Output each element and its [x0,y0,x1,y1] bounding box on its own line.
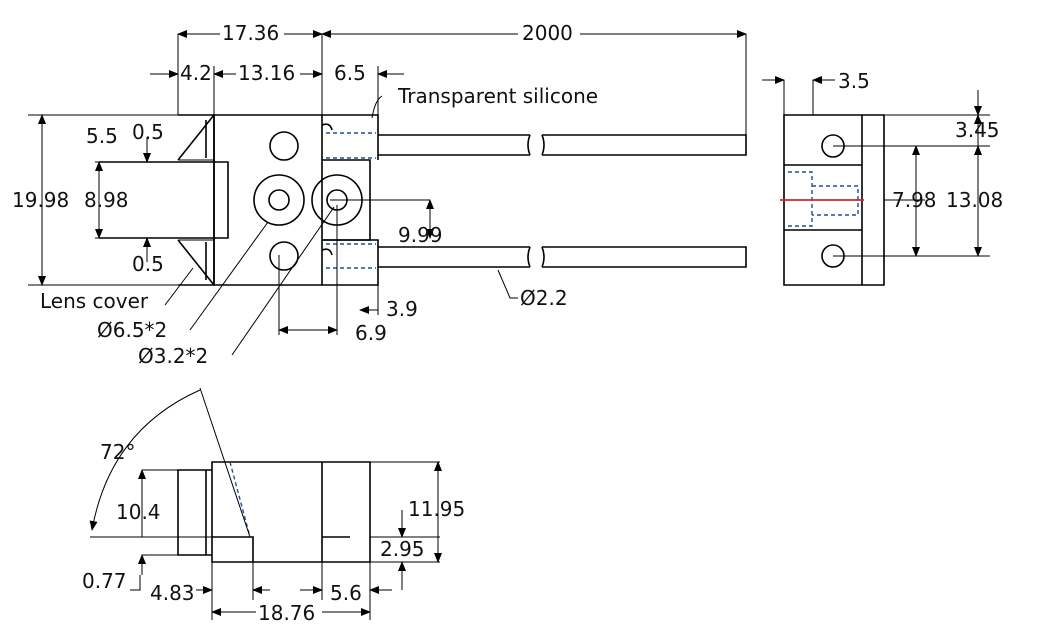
dim-2000: 2000 [522,21,573,45]
dim-10-4: 10.4 [116,500,161,524]
bottom-view: 72° 10.4 11.95 2.95 0.77 4.83 5.6 18.76 [82,387,465,625]
dim-3-9: 3.9 [386,297,418,321]
dim-72-deg: 72° [100,440,135,464]
dim-13-16: 13.16 [238,61,295,85]
dim-17-36: 17.36 [222,21,279,45]
dim-0-5-bottom: 0.5 [132,252,164,276]
label-transparent-silicone: Transparent silicone [397,84,598,108]
front-view: 17.36 2000 4.2 13.16 6.5 Transparent sil… [12,21,747,368]
dim-4-2: 4.2 [180,61,212,85]
dim-18-76: 18.76 [258,601,315,625]
dim-5-5: 5.5 [86,124,118,148]
dim-6-5: 6.5 [334,61,366,85]
dim-7-98: 7.98 [892,188,937,212]
dim-9-99: 9.99 [398,223,443,247]
dim-8-98: 8.98 [84,188,129,212]
dim-4-83: 4.83 [150,581,195,605]
side-view: 3.5 3.45 7.98 13.08 [762,69,1003,286]
dim-3-45: 3.45 [955,118,1000,142]
dim-3-5: 3.5 [838,69,870,93]
dim-phi-2-2: Ø2.2 [520,286,568,310]
dim-phi-6-5: Ø6.5*2 [97,318,167,342]
dim-0-5-top: 0.5 [132,120,164,144]
dim-11-95: 11.95 [408,497,465,521]
dim-2-95: 2.95 [380,537,425,561]
dim-6-9: 6.9 [355,321,387,345]
label-lens-cover: Lens cover [40,289,149,313]
dim-19-98: 19.98 [12,188,69,212]
dim-13-08: 13.08 [946,188,1003,212]
dim-phi-3-2: Ø3.2*2 [138,344,208,368]
dim-0-77: 0.77 [82,569,127,593]
dim-5-6: 5.6 [330,581,362,605]
